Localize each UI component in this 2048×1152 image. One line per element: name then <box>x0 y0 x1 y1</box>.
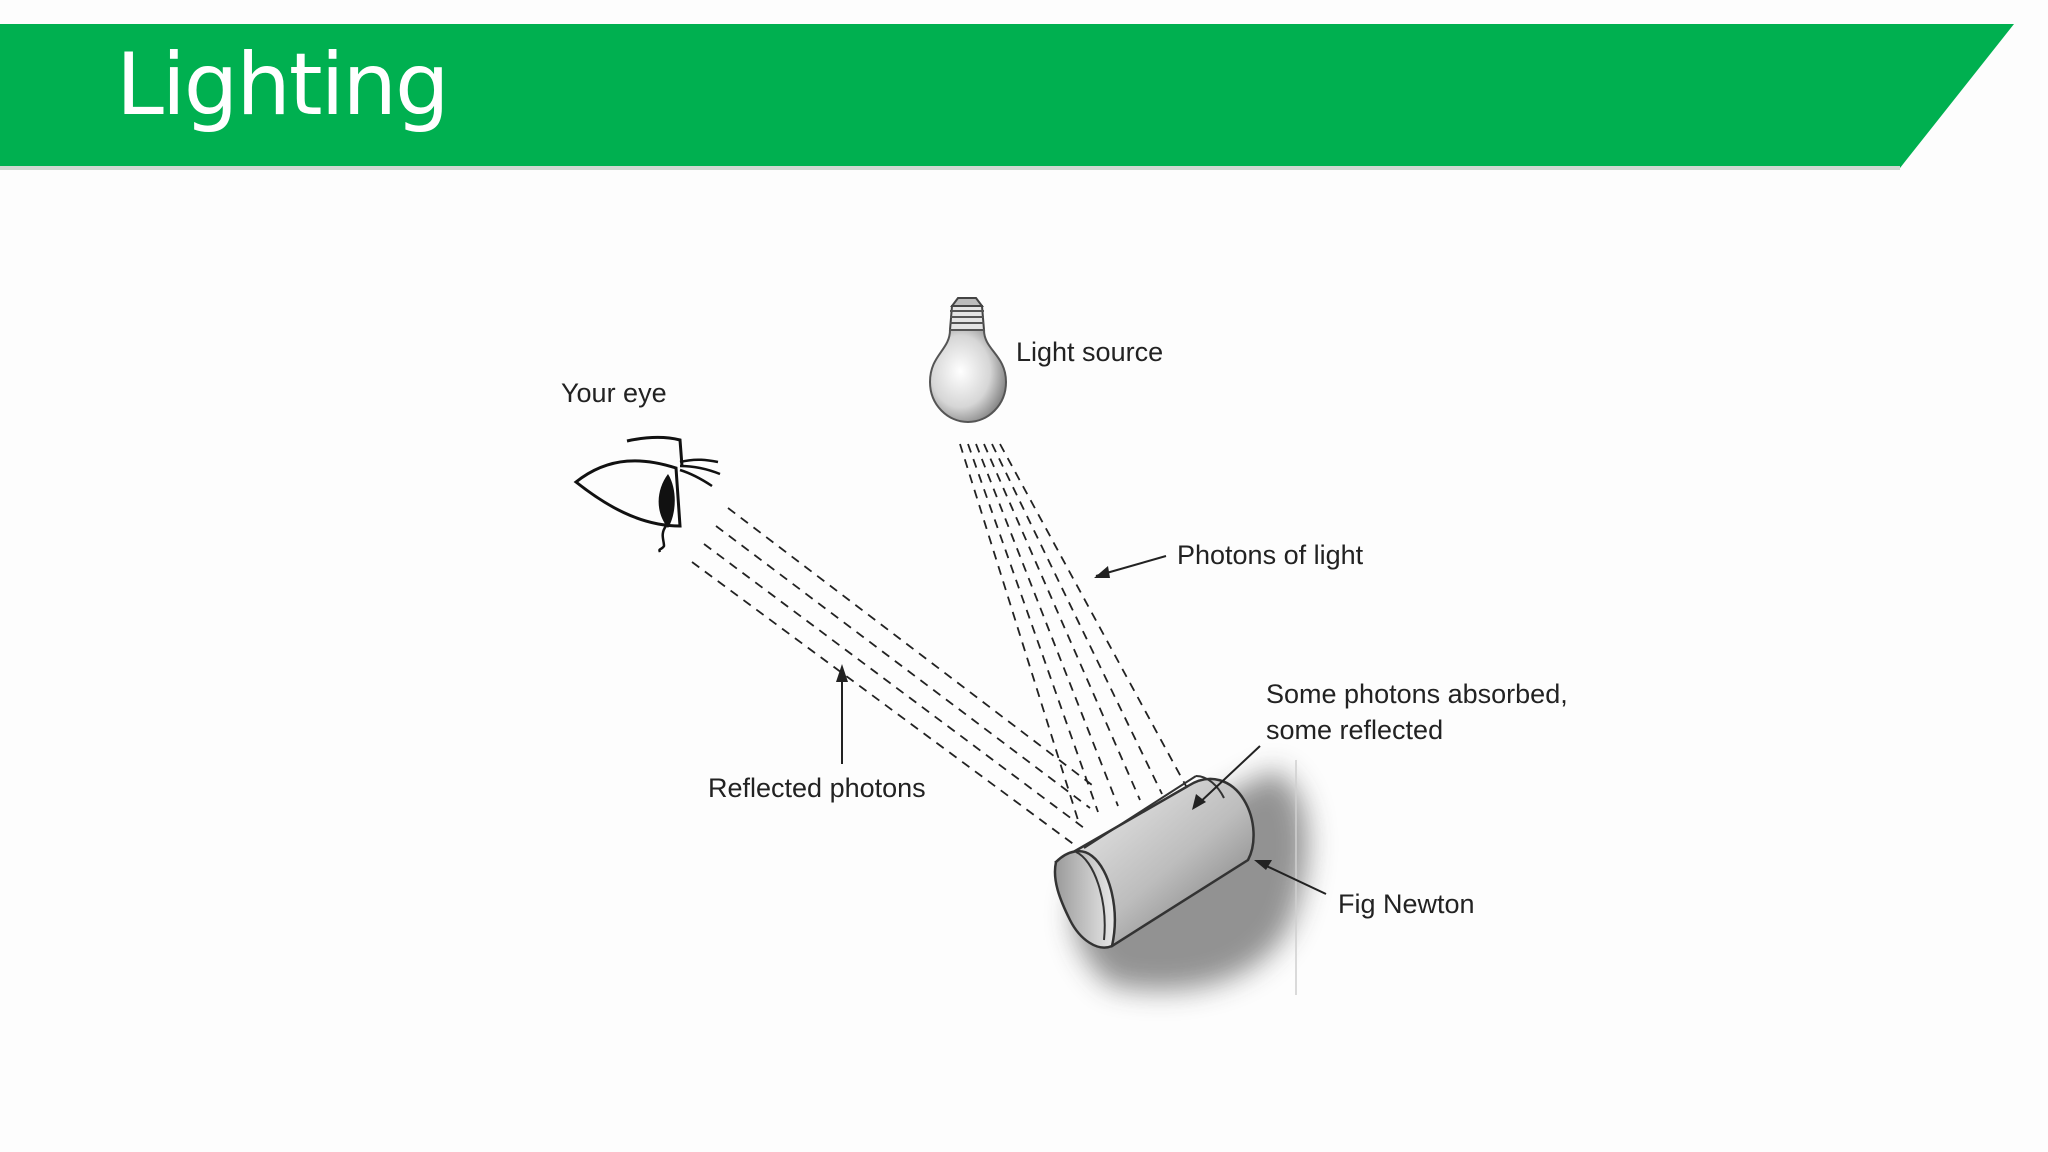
label-light-source: Light source <box>1016 337 1163 367</box>
slide-title: Lighting <box>116 35 450 135</box>
label-fig-newton: Fig Newton <box>1338 889 1475 919</box>
fig-newton-icon <box>1053 760 1308 995</box>
label-reflected-photons: Reflected photons <box>708 773 926 803</box>
pointer-absorbed <box>1192 745 1261 810</box>
light-bulb-icon <box>928 297 1008 424</box>
title-banner <box>0 24 2014 170</box>
pointer-fig-newton <box>1254 860 1327 895</box>
label-absorbed-line1: Some photons absorbed, <box>1266 679 1568 709</box>
label-your-eye: Your eye <box>561 378 667 408</box>
pointer-photons-of-light <box>1094 555 1167 578</box>
reflected-photon-rays <box>691 507 1097 847</box>
eye-icon <box>573 436 721 553</box>
label-absorbed-line2: some reflected <box>1266 715 1443 745</box>
label-photons-of-light: Photons of light <box>1177 540 1364 570</box>
incoming-photon-rays <box>959 443 1187 821</box>
pointer-reflected <box>836 664 848 764</box>
